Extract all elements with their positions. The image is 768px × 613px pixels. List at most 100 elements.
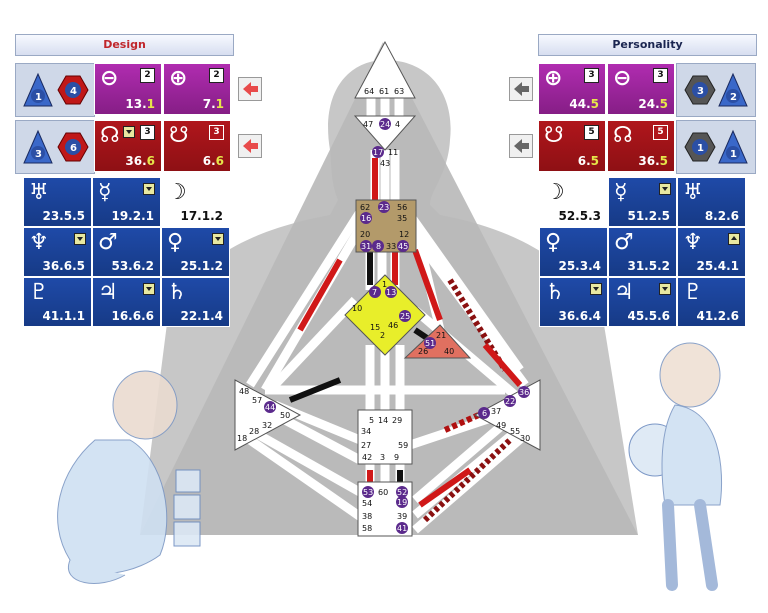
design-south-node-cell[interactable]: ☋ 3 6.6	[163, 120, 231, 172]
line-value: 5	[659, 97, 668, 111]
saturn-icon: ♄	[545, 280, 565, 305]
ajna-center[interactable]	[353, 115, 417, 151]
gate-label: 18	[237, 434, 247, 443]
gate-label: 43	[380, 159, 390, 168]
personality-south-node-cell[interactable]: ☋ 5 6.5	[538, 120, 606, 172]
gate-label: 45	[398, 242, 408, 251]
moon-icon: ☽	[167, 180, 187, 205]
personality-north-node-cell[interactable]: ☊ 5 36.5	[607, 120, 675, 172]
design-sun-cell[interactable]: ⊕ 2 7.1	[163, 63, 231, 115]
design-arrow-button-2[interactable]	[238, 134, 262, 158]
gate-label: 54	[362, 499, 372, 508]
line-value: 1	[215, 97, 224, 111]
personality-planet-cell[interactable]: ♄36.6.4	[539, 277, 608, 327]
gate-label: 53	[363, 488, 373, 497]
personality-planet-cell[interactable]: ♃45.5.6	[608, 277, 677, 327]
tone-number: 2	[730, 92, 737, 103]
personality-planet-cell[interactable]: ☽52.5.3	[539, 177, 608, 227]
planet-value: 19.2.1	[111, 209, 154, 223]
gate-label: 20	[360, 230, 370, 239]
gate-label: 52	[397, 488, 407, 497]
arrow-down-icon	[143, 283, 155, 295]
planet-value: 16.6.6	[111, 309, 154, 323]
gate-label: 17	[373, 148, 383, 157]
planet-value: 45.5.6	[627, 309, 670, 323]
gate-label: 46	[388, 321, 398, 330]
personality-planet-cell[interactable]: ♇41.2.6	[677, 277, 746, 327]
uranus-icon: ♅	[683, 180, 703, 205]
design-planet-cell[interactable]: ♇41.1.1	[23, 277, 92, 327]
planet-value: 25.3.4	[558, 259, 601, 273]
line-box: 3	[209, 125, 224, 140]
gate-label: 63	[394, 87, 404, 96]
gate-label: 60	[378, 488, 388, 497]
personality-arrow-button-1[interactable]	[509, 77, 533, 101]
sun-icon: ⊕	[169, 66, 188, 91]
personality-planet-cell[interactable]: ♀25.3.4	[539, 227, 608, 277]
design-north-node-cell[interactable]: ☊ 3 36.6	[94, 120, 162, 172]
mars-icon: ♂	[98, 230, 118, 255]
personality-tone-panel-1: 3 2	[676, 63, 756, 117]
gate-label: 30	[520, 434, 530, 443]
personality-planet-cell[interactable]: ♆25.4.1	[677, 227, 746, 277]
design-planet-cell[interactable]: ♅23.5.5	[23, 177, 92, 227]
neptune-icon: ♆	[29, 230, 49, 255]
gate-label: 31	[361, 242, 371, 251]
venus-icon: ♀	[167, 230, 184, 255]
gate-label: 2	[380, 331, 385, 340]
sacral-center[interactable]	[357, 409, 413, 465]
tone-number: 1	[35, 92, 42, 103]
personality-planet-cell[interactable]: ☿51.2.5	[608, 177, 677, 227]
personality-sun-cell[interactable]: ⊖ 3 24.5	[607, 63, 675, 115]
gate-label: 32	[262, 421, 272, 430]
gate-value: 13.	[125, 97, 147, 111]
design-planet-cell[interactable]: ♃16.6.6	[92, 277, 161, 327]
gate-label: 22	[505, 397, 515, 406]
line-box: 3	[653, 68, 668, 83]
line-box: 5	[653, 125, 668, 140]
personality-arrow-button-2[interactable]	[509, 134, 533, 158]
design-tone-panel-2: 3 6	[15, 120, 95, 174]
gate-labels: 64 61 63 47 24 4 17 11 43 62 23 56 16 35…	[237, 87, 530, 534]
tone-number: 6	[70, 143, 77, 154]
north-node-icon: ☊	[613, 123, 633, 148]
gate-label: 13	[386, 288, 396, 297]
design-planet-cell[interactable]: ♂53.6.2	[92, 227, 161, 277]
personality-planet-cell[interactable]: ♂31.5.2	[608, 227, 677, 277]
arrow-up-icon	[728, 233, 740, 245]
gate-label: 1	[382, 280, 387, 289]
planet-value: 25.1.2	[180, 259, 223, 273]
personality-planet-cell[interactable]: ♅8.2.6	[677, 177, 746, 227]
pluto-icon: ♇	[29, 280, 49, 305]
design-tone-icons: 3 6	[23, 129, 89, 164]
gate-label: 36	[519, 388, 529, 397]
line-box: 5	[584, 125, 599, 140]
design-planet-cell[interactable]: ♀ 25.1.2	[161, 227, 230, 277]
spleen-center[interactable]	[234, 379, 302, 451]
design-planet-cell[interactable]: ♆36.6.5	[23, 227, 92, 277]
line-value: 5	[590, 154, 599, 168]
gate-label: 42	[362, 453, 372, 462]
gate-label: 62	[360, 203, 370, 212]
mercury-icon: ☿	[98, 180, 112, 205]
personality-earth-cell[interactable]: ⊕ 3 44.5	[538, 63, 606, 115]
design-tone-icons: 1 4	[23, 72, 89, 107]
arrow-down-icon	[143, 183, 155, 195]
gate-label: 24	[380, 120, 390, 129]
design-arrow-button-1[interactable]	[238, 77, 262, 101]
head-center[interactable]	[354, 40, 416, 99]
line-box: 2	[209, 68, 224, 83]
gate-value: 6.	[577, 154, 591, 168]
line-value: 6	[146, 154, 155, 168]
planet-value: 51.2.5	[627, 209, 670, 223]
design-earth-cell[interactable]: ⊖ 2 13.1	[94, 63, 162, 115]
ego-center[interactable]	[403, 324, 472, 359]
design-planet-cell[interactable]: ☿ 19.2.1	[92, 177, 161, 227]
planet-value: 23.5.5	[42, 209, 85, 223]
g-center[interactable]	[344, 274, 426, 356]
gate-label: 10	[352, 304, 362, 313]
design-planet-cell[interactable]: ♄22.1.4	[161, 277, 230, 327]
gate-value: 6.	[202, 154, 216, 168]
line-value: 6	[215, 154, 224, 168]
design-planet-cell[interactable]: ☽17.1.2	[161, 177, 230, 227]
